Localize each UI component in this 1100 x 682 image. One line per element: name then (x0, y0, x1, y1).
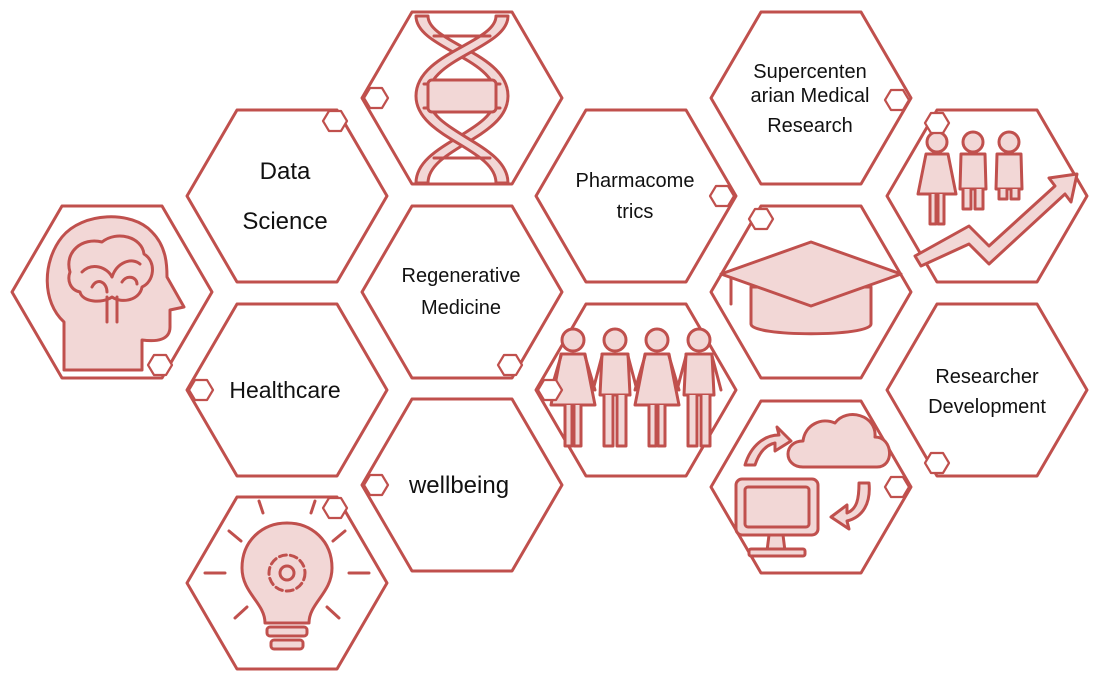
people-growth-icon (913, 130, 1079, 268)
data-science-label-line1: Data (260, 158, 311, 185)
hex-cloud-sync (709, 399, 913, 575)
supercentenarian-label-line3: Research (767, 115, 853, 137)
hex-brain-head (10, 204, 214, 380)
data-science-label-line2: Science (242, 208, 327, 235)
hex-people-growth (885, 108, 1089, 284)
healthcare-label: Healthcare (229, 377, 340, 403)
regenerative-label-line1: Regenerative (402, 265, 521, 287)
researcher-label-line1: Researcher (935, 366, 1039, 388)
supercentenarian-label-line2: arian Medical (751, 85, 870, 107)
graduation-cap-icon (719, 240, 903, 336)
hex-pharmacometrics: Pharmacome trics (534, 108, 738, 284)
hex-graduation-cap (709, 204, 913, 380)
hex-lightbulb (185, 495, 389, 671)
people-group-icon (549, 327, 723, 448)
hex-data-science: Data Science (185, 108, 389, 284)
pharmacometrics-label-line2: trics (617, 201, 654, 223)
hex-wellbeing: wellbeing (360, 397, 564, 573)
researcher-label-line2: Development (928, 396, 1046, 418)
supercentenarian-label-line1: Supercenten (753, 61, 866, 83)
hex-healthcare: Healthcare (185, 302, 389, 478)
cloud-sync-icon (734, 413, 891, 558)
hex-supercentenarian: Supercenten arian Medical Research (709, 10, 913, 186)
regenerative-label-line2: Medicine (421, 297, 501, 319)
hex-people-group (534, 302, 738, 478)
dna-icon (414, 14, 510, 185)
hex-regenerative-medicine: Regenerative Medicine (360, 204, 564, 380)
wellbeing-label: wellbeing (408, 472, 509, 499)
hex-researcher-development: Researcher Development (885, 302, 1089, 478)
hex-dna (360, 10, 564, 186)
pharmacometrics-label-line1: Pharmacome (576, 170, 695, 192)
brain-head-icon (45, 215, 186, 372)
lightbulb-gear-icon (203, 499, 371, 651)
